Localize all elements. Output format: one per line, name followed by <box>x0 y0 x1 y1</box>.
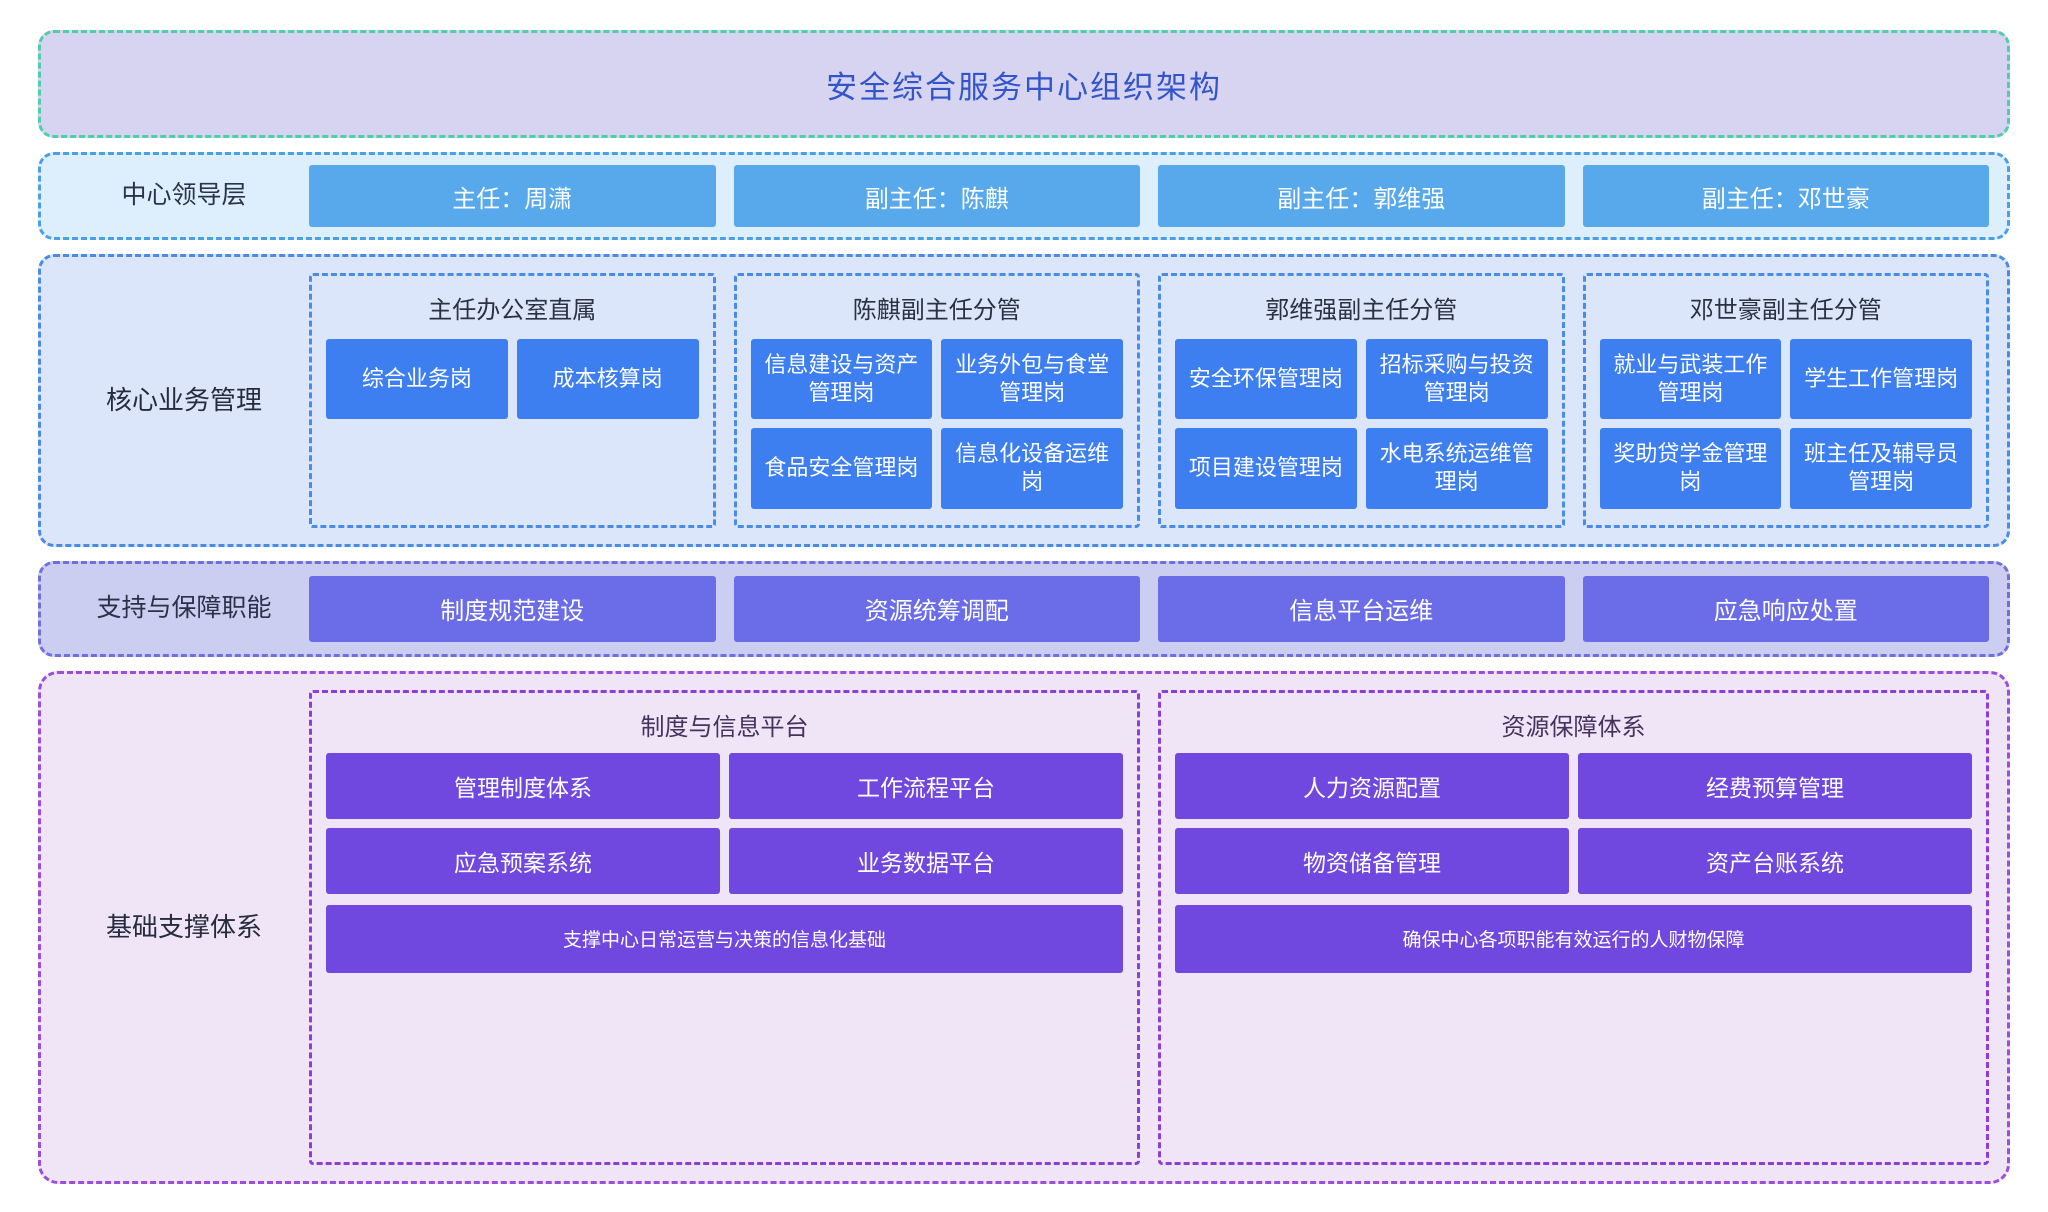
core-group-title: 郭维强副主任分管 <box>1265 297 1458 324</box>
foundation-group-title: 资源保障体系 <box>1501 713 1646 741</box>
foundation-box[interactable]: 业务数据平台 <box>729 827 1123 894</box>
foundation-box[interactable]: 工作流程平台 <box>729 752 1123 819</box>
foundation-box[interactable]: 物资储备管理 <box>1175 827 1569 894</box>
foundation-band-label: 基础支撑体系 <box>105 911 262 942</box>
core-group-posts: 就业与武装工作管理岗 学生工作管理岗 奖助贷学金管理岗 班主任及辅导员管理岗 <box>1599 339 1972 509</box>
support-band-label: 支持与保障职能 <box>96 593 272 622</box>
core-group-title: 陈麒副主任分管 <box>852 297 1021 324</box>
post-box[interactable]: 成本核算岗 <box>516 339 699 419</box>
foundation-group-note: 确保中心各项职能有效运行的人财物保障 <box>1175 904 1972 973</box>
core-group-director-office: 主任办公室直属 综合业务岗 成本核算岗 <box>309 273 716 528</box>
support-box-2[interactable]: 资源统筹调配 <box>733 575 1140 642</box>
post-box[interactable]: 班主任及辅导员管理岗 <box>1790 428 1972 509</box>
post-box[interactable]: 就业与武装工作管理岗 <box>1599 339 1782 420</box>
leader-box-deputy-2[interactable]: 副主任：郭维强 <box>1158 165 1565 227</box>
foundation-box[interactable]: 应急预案系统 <box>326 827 720 894</box>
post-box[interactable]: 综合业务岗 <box>326 339 508 419</box>
foundation-groups: 制度与信息平台 管理制度体系 工作流程平台 应急预案系统 业务数据平台 支撑中心… <box>309 689 1989 1165</box>
leader-box-deputy-1[interactable]: 副主任：陈麒 <box>733 165 1140 227</box>
support-box-4[interactable]: 应急响应处置 <box>1582 575 1989 642</box>
foundation-group-title: 制度与信息平台 <box>640 713 809 741</box>
leadership-band-label: 中心领导层 <box>121 181 247 210</box>
foundation-box[interactable]: 资产台账系统 <box>1578 827 1972 894</box>
core-group-posts: 安全环保管理岗 招标采购与投资管理岗 项目建设管理岗 水电系统运维管理岗 <box>1175 339 1548 509</box>
chart-title: 安全综合服务中心组织架构 <box>826 69 1222 105</box>
core-group-title: 主任办公室直属 <box>428 297 597 324</box>
core-group-chenqi: 陈麒副主任分管 信息建设与资产管理岗 业务外包与食堂管理岗 食品安全管理岗 信息… <box>733 273 1140 528</box>
post-box[interactable]: 奖助贷学金管理岗 <box>1599 428 1782 509</box>
support-box-3[interactable]: 信息平台运维 <box>1158 575 1565 642</box>
post-box[interactable]: 食品安全管理岗 <box>750 428 933 509</box>
foundation-group-resources: 资源保障体系 人力资源配置 经费预算管理 物资储备管理 资产台账系统 确保中心各… <box>1158 689 1989 1165</box>
post-box[interactable]: 信息化设备运维岗 <box>941 428 1123 509</box>
core-group-guoweiqiang: 郭维强副主任分管 安全环保管理岗 招标采购与投资管理岗 项目建设管理岗 水电系统… <box>1158 273 1565 528</box>
core-group-posts: 信息建设与资产管理岗 业务外包与食堂管理岗 食品安全管理岗 信息化设备运维岗 <box>750 339 1123 509</box>
support-box-1[interactable]: 制度规范建设 <box>309 575 716 642</box>
post-box[interactable]: 水电系统运维管理岗 <box>1365 428 1548 509</box>
foundation-box[interactable]: 管理制度体系 <box>326 752 720 819</box>
leader-box-director[interactable]: 主任：周潇 <box>309 165 716 227</box>
foundation-box[interactable]: 经费预算管理 <box>1578 752 1972 819</box>
post-box[interactable]: 学生工作管理岗 <box>1790 339 1972 420</box>
post-box[interactable]: 项目建设管理岗 <box>1175 428 1357 509</box>
core-group-dengshihao: 邓世豪副主任分管 就业与武装工作管理岗 学生工作管理岗 奖助贷学金管理岗 班主任… <box>1582 273 1989 528</box>
foundation-band: 基础支撑体系 制度与信息平台 管理制度体系 工作流程平台 应急预案系统 业务数据… <box>38 670 2010 1184</box>
post-box[interactable]: 招标采购与投资管理岗 <box>1365 339 1548 420</box>
foundation-group-note: 支撑中心日常运营与决策的信息化基础 <box>326 904 1123 973</box>
core-business-band: 核心业务管理 主任办公室直属 综合业务岗 成本核算岗 陈麒副主任分管 信息建设与… <box>38 254 2010 547</box>
foundation-group-platform: 制度与信息平台 管理制度体系 工作流程平台 应急预案系统 业务数据平台 支撑中心… <box>309 689 1140 1165</box>
chart-title-banner: 安全综合服务中心组织架构 <box>38 30 2010 138</box>
support-band: 支持与保障职能 制度规范建设 资源统筹调配 信息平台运维 应急响应处置 <box>38 560 2010 657</box>
core-business-band-label: 核心业务管理 <box>105 384 262 415</box>
post-box[interactable]: 安全环保管理岗 <box>1175 339 1357 420</box>
foundation-group-items: 管理制度体系 工作流程平台 应急预案系统 业务数据平台 <box>326 752 1123 894</box>
leadership-band: 中心领导层 主任：周潇 副主任：陈麒 副主任：郭维强 副主任：邓世豪 <box>38 152 2010 240</box>
post-box[interactable]: 信息建设与资产管理岗 <box>750 339 933 420</box>
core-group-posts: 综合业务岗 成本核算岗 <box>326 339 699 419</box>
leader-box-deputy-3[interactable]: 副主任：邓世豪 <box>1582 165 1989 227</box>
leadership-members: 主任：周潇 副主任：陈麒 副主任：郭维强 副主任：邓世豪 <box>309 165 1989 227</box>
foundation-group-items: 人力资源配置 经费预算管理 物资储备管理 资产台账系统 <box>1175 752 1972 894</box>
support-functions: 制度规范建设 资源统筹调配 信息平台运维 应急响应处置 <box>309 575 1989 642</box>
core-group-title: 邓世豪副主任分管 <box>1689 297 1882 324</box>
core-business-groups: 主任办公室直属 综合业务岗 成本核算岗 陈麒副主任分管 信息建设与资产管理岗 业… <box>309 273 1989 528</box>
post-box[interactable]: 业务外包与食堂管理岗 <box>941 339 1123 420</box>
foundation-box[interactable]: 人力资源配置 <box>1175 752 1569 819</box>
